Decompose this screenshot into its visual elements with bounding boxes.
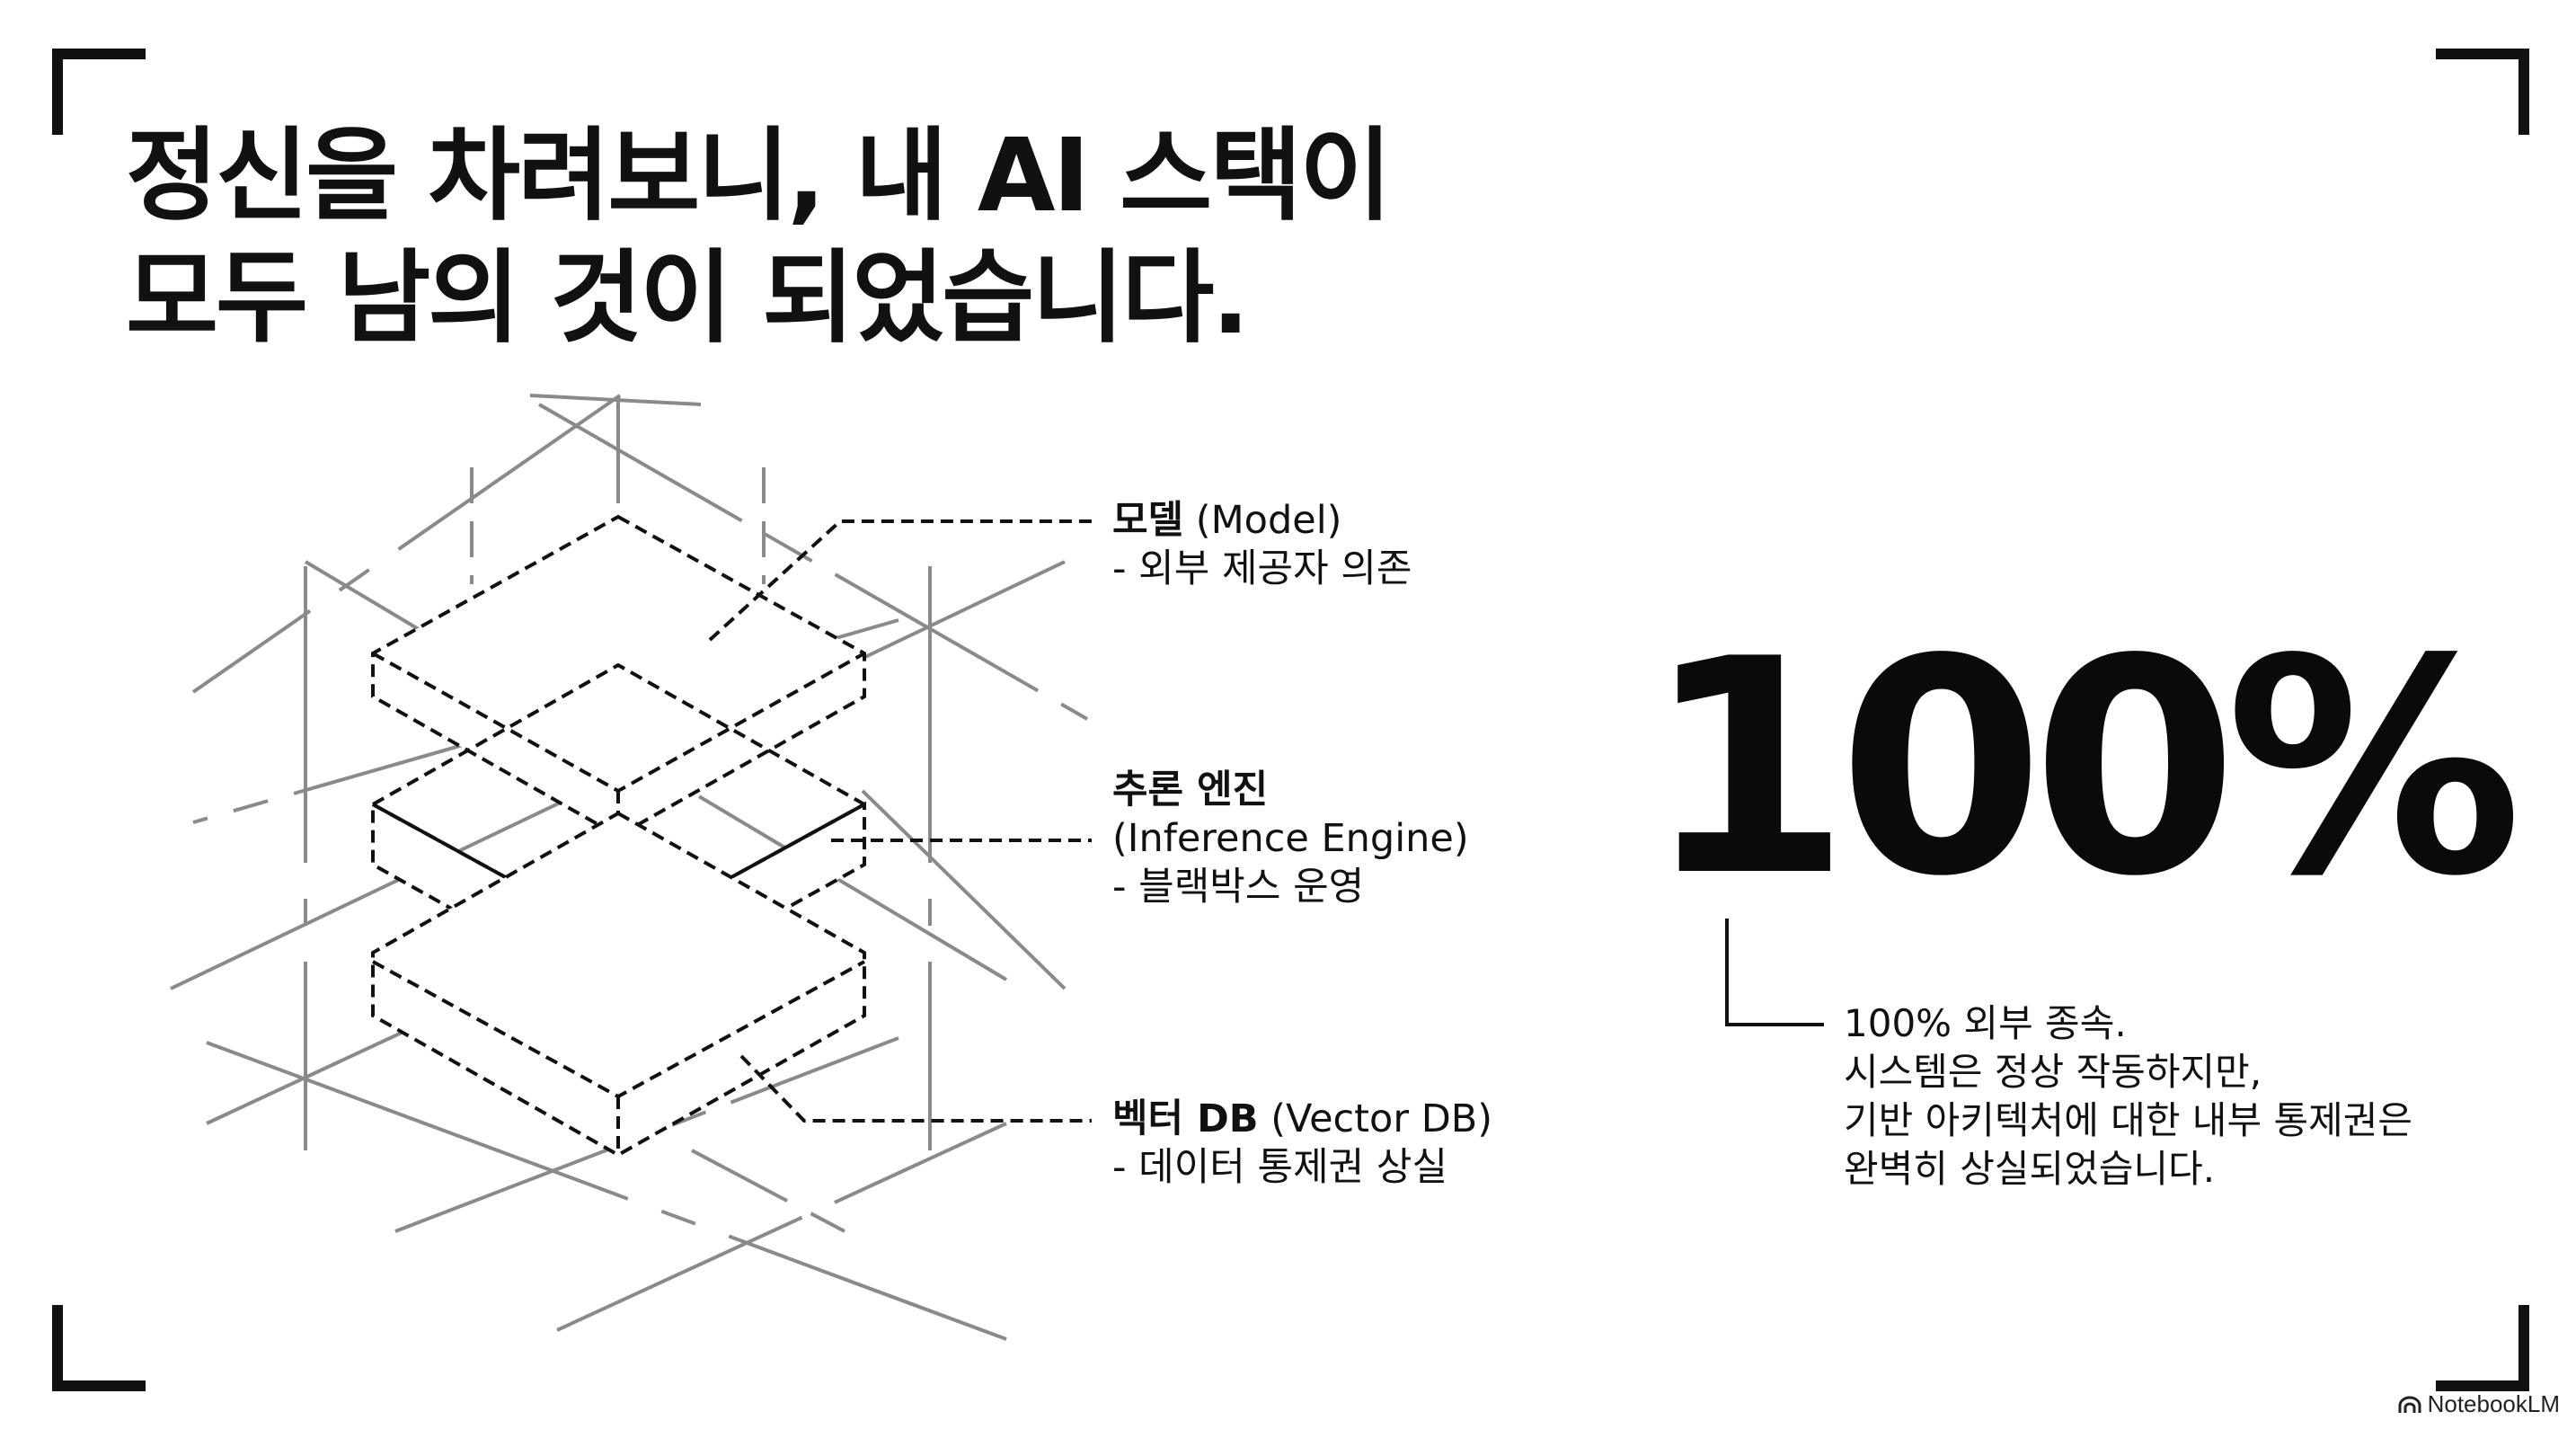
corner-bracket-bottom-left	[52, 1305, 146, 1391]
label-model-desc: - 외부 제공자 의존	[1112, 546, 1412, 591]
corner-bracket-bottom-right	[2436, 1305, 2529, 1391]
layer-model-shape	[371, 514, 866, 839]
stat-line-2: 시스템은 정상 작동하지만,	[1844, 1050, 2262, 1094]
label-inference-engine-desc: - 블랙박스 운영	[1112, 865, 1365, 910]
label-vector-db-desc: - 데이터 통제권 상실	[1112, 1145, 1448, 1190]
label-model-name: 모델	[1112, 498, 1184, 543]
notebooklm-logo-icon	[2398, 1396, 2421, 1413]
stat-description: 100% 외부 종속. 시스템은 정상 작동하지만, 기반 아키텍처에 대한 내…	[1844, 999, 2412, 1194]
notebooklm-branding: NotebookLM	[2397, 1390, 2560, 1418]
leader-lines	[708, 519, 1092, 1123]
title-line-2: 모두 남의 것이 되었습니다.	[126, 240, 1250, 357]
label-inference-engine-name: 추론 엔진	[1112, 768, 1269, 812]
layer-vector-db-shape	[371, 811, 866, 1158]
brand-name: NotebookLM	[2427, 1390, 2560, 1417]
label-vector-db-english: (Vector DB)	[1270, 1096, 1493, 1141]
label-vector-db: 벡터 DB (Vector DB) - 데이터 통제권 상실	[1112, 1095, 1492, 1192]
label-inference-engine: 추론 엔진 (Inference Engine) - 블랙박스 운영	[1112, 766, 1469, 911]
page-title: 정신을 차려보니, 내 AI 스택이 모두 남의 것이 되었습니다.	[126, 115, 1392, 360]
label-model: 모델 (Model) - 외부 제공자 의존	[1112, 496, 1412, 593]
title-line-1: 정신을 차려보니, 내 AI 스택이	[126, 118, 1392, 235]
big-stat-value: 100%	[1644, 596, 2522, 941]
label-inference-engine-english: (Inference Engine)	[1112, 816, 1469, 861]
stat-connector-line	[1725, 919, 1824, 1026]
label-vector-db-name: 벡터 DB	[1112, 1096, 1259, 1141]
corner-bracket-top-left	[52, 49, 146, 135]
stat-line-3: 기반 아키텍처에 대한 내부 통제권은	[1844, 1098, 2413, 1142]
stat-line-4: 완벽히 상실되었습니다.	[1844, 1147, 2216, 1191]
corner-bracket-top-right	[2436, 49, 2529, 135]
stat-line-1: 100% 외부 종속.	[1844, 1001, 2127, 1045]
label-model-english: (Model)	[1195, 498, 1342, 543]
